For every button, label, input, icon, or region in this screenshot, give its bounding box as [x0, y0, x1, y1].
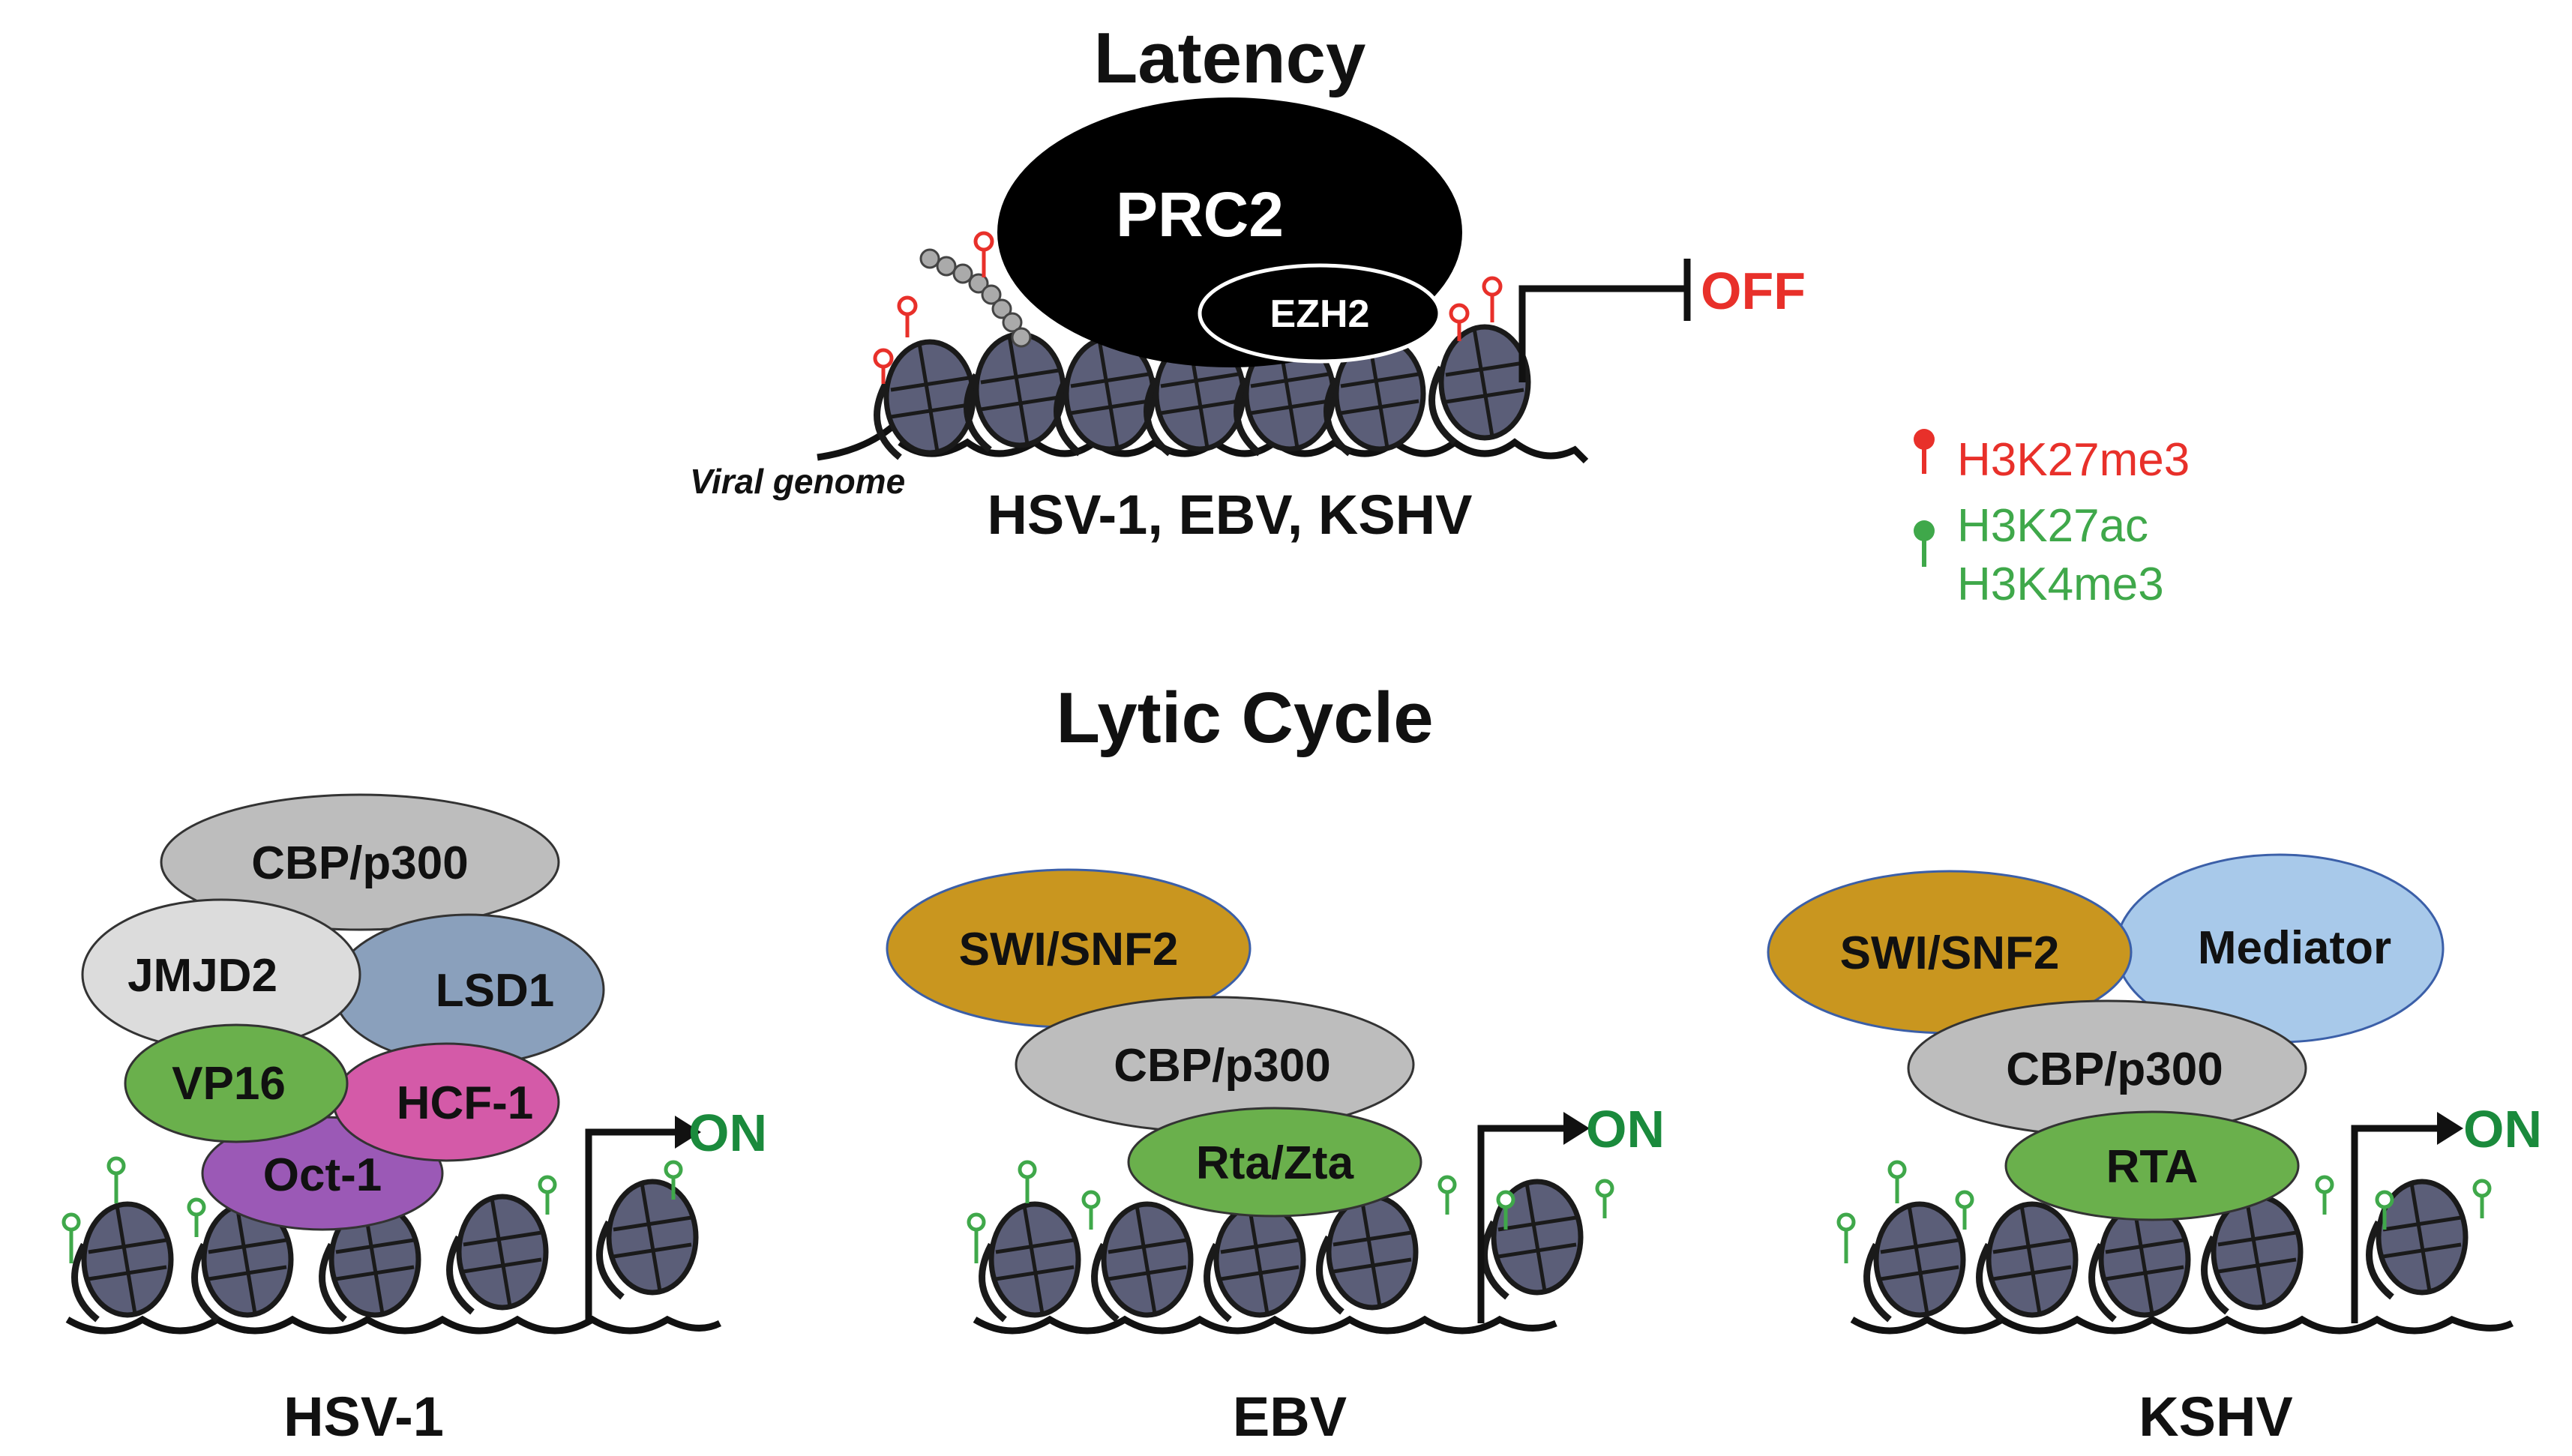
hsv1-vp16: VP16 [172, 1058, 286, 1110]
ezh2-label: EZH2 [1270, 292, 1370, 336]
promoter-off-arrow [1518, 285, 1687, 382]
ebv-panel [886, 868, 1614, 1335]
hsv1-cbp-p300: CBP/p300 [251, 837, 468, 889]
kshv-panel [1767, 853, 2514, 1335]
legend-h3k27me3: H3K27me3 [1957, 434, 2190, 486]
hsv1-jmjd2: JMJD2 [127, 950, 277, 1002]
legend-h3k4me3: H3K4me3 [1957, 559, 2164, 610]
ebv-swi-snf2: SWI/SNF2 [959, 924, 1179, 975]
prc2-label: PRC2 [1116, 179, 1284, 250]
viral-genome-label: Viral genome [690, 462, 905, 501]
legend-h3k27ac: H3K27ac [1957, 500, 2148, 552]
kshv-cbp-p300: CBP/p300 [2006, 1044, 2223, 1095]
kshv-swi-snf2: SWI/SNF2 [1840, 927, 2060, 979]
hsv1-oct1: Oct-1 [263, 1149, 382, 1201]
latency-off-label: OFF [1701, 262, 1806, 320]
kshv-on-label: ON [2463, 1100, 2542, 1158]
hsv1-hcf1: HCF-1 [397, 1077, 534, 1129]
hsv1-label: HSV-1 [283, 1386, 444, 1448]
hsv1-panel [61, 793, 722, 1335]
legend: H3K27me3 H3K27ac H3K4me3 [1914, 429, 2190, 610]
kshv-rta: RTA [2106, 1141, 2199, 1193]
kshv-mediator: Mediator [2198, 922, 2391, 974]
ebv-label: EBV [1233, 1386, 1347, 1448]
ezh2-subunit [1198, 263, 1442, 364]
legend-repressive-marker [1914, 429, 1935, 474]
ebv-rta-zta: Rta/Zta [1196, 1137, 1354, 1189]
kshv-label: KSHV [2139, 1386, 2293, 1448]
hsv1-lsd1: LSD1 [436, 965, 554, 1017]
legend-active-marker [1914, 520, 1935, 567]
latency-title: Latency [1094, 18, 1366, 98]
ebv-cbp-p300: CBP/p300 [1114, 1040, 1330, 1092]
histone-tail-chain [919, 248, 1032, 348]
latency-virus-list: HSV-1, EBV, KSHV [987, 484, 1472, 546]
hsv1-on-label: ON [688, 1104, 767, 1162]
lytic-title: Lytic Cycle [1056, 678, 1433, 758]
ebv-on-label: ON [1586, 1100, 1665, 1158]
h3k27me3-marks [873, 231, 1503, 384]
